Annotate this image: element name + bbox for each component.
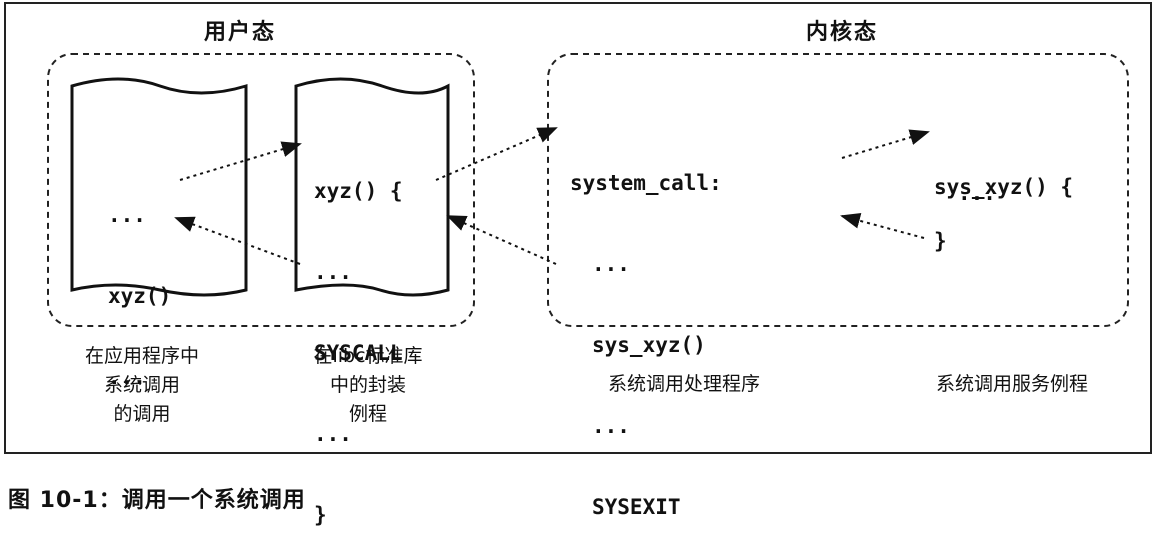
app-caption-line-1: 在应用程序中 (84, 345, 199, 367)
libc-caption: 在libc标准库 中的封装 例程 (290, 342, 446, 429)
figure-caption: 图 10-1：调用一个系统调用 (8, 488, 306, 513)
libc-code-line-5: } (314, 503, 327, 527)
handler-caption: 系统调用处理程序 (607, 373, 760, 395)
app-code-line-3: ... (108, 365, 146, 389)
app-program-page (70, 77, 248, 297)
system-call-handler-code: system_call: ... sys_xyz() ... SYSEXIT (570, 116, 722, 548)
user-mode-region (47, 53, 475, 327)
handler-code-line-1: system_call: (570, 171, 722, 195)
user-mode-title: 用户态 (204, 20, 277, 45)
libc-wrapper-code: xyz() { ... SYSCALL ... } (314, 124, 403, 556)
app-program-code: ... xyz() ... (108, 148, 171, 418)
handler-code-line-2: ... (592, 252, 630, 276)
sysexit-arrow-kernel-to-libc (446, 215, 557, 265)
libc-code-line-1: xyz() { (314, 179, 403, 203)
libc-caption-line-3: 例程 (348, 403, 387, 425)
handler-code-line-3: sys_xyz() (592, 333, 706, 357)
service-code-line-1: sys_xyz() { (934, 175, 1074, 199)
dispatch-arrow-handler-to-service (841, 129, 930, 159)
figure-frame (4, 2, 1152, 454)
app-caption-line-2: 系统调用 (103, 374, 180, 396)
kernel-mode-title: 内核态 (806, 20, 879, 45)
libc-code-line-4: ... (314, 422, 352, 446)
libc-code-line-3: SYSCALL (314, 341, 403, 365)
libc-caption-line-1: 在libc标准库 (313, 345, 423, 367)
kernel-mode-region (547, 53, 1129, 327)
service-caption: 系统调用服务例程 (935, 373, 1088, 395)
service-routine-code: sys_xyz() { (934, 120, 1073, 228)
handler-code-line-4: ... (592, 414, 630, 438)
syscall-arrow-libc-to-kernel (435, 127, 558, 181)
app-code-line-1: ... (108, 203, 146, 227)
service-code-line-3: } (934, 229, 947, 253)
app-caption-line-3: 的调用 (113, 403, 171, 425)
libc-caption-line-2: 中的封装 (329, 374, 406, 396)
app-code-line-2: xyz() (108, 284, 172, 308)
diagram-canvas (47, 53, 1129, 327)
service-code-line-2: ... (958, 181, 996, 205)
libc-code-line-2: ... (314, 260, 352, 284)
return-arrow-libc-to-app (174, 216, 301, 265)
app-caption: 在应用程序中 系统调用 的调用 (60, 342, 224, 429)
libc-wrapper-page (294, 77, 450, 297)
handler-code-line-5: SYSEXIT (592, 495, 681, 519)
return-arrow-service-to-handler (840, 212, 925, 239)
